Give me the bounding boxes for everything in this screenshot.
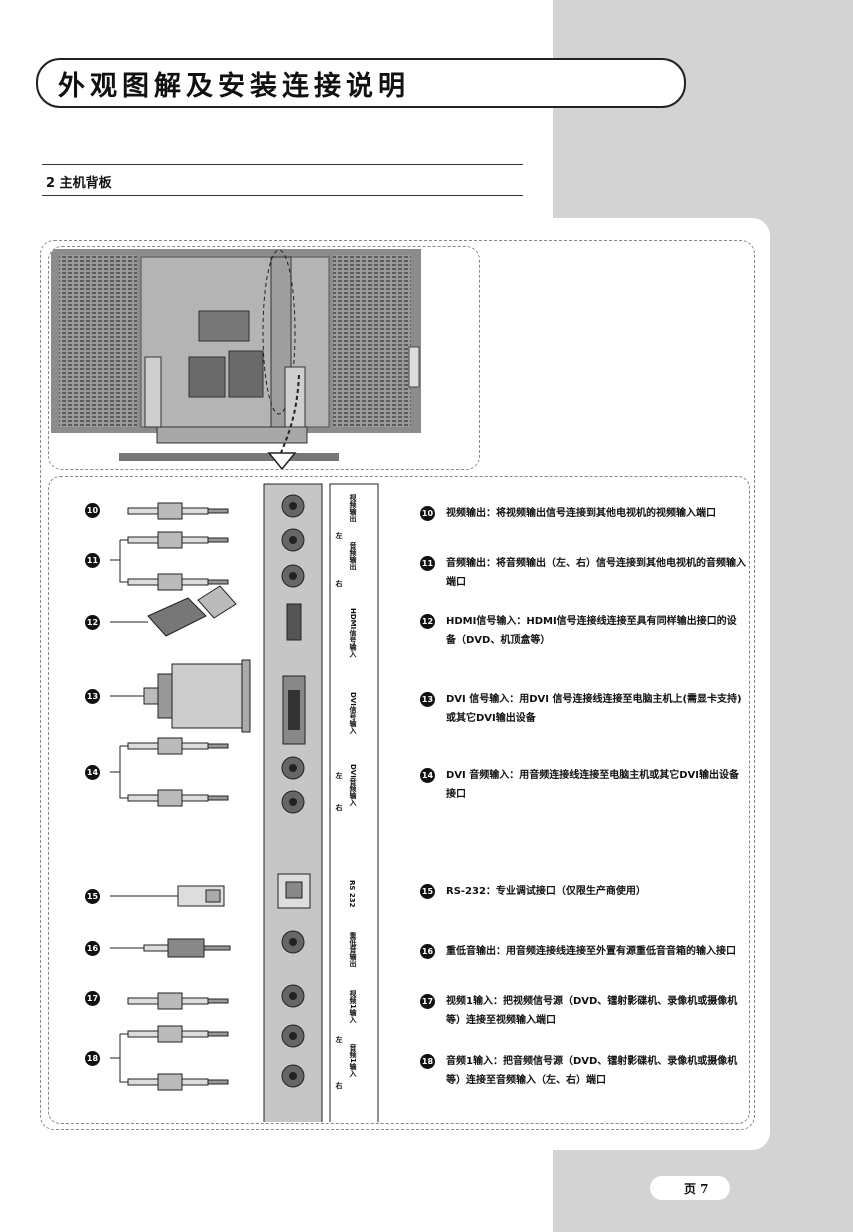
back-panel-strip [263,483,323,1122]
callout-number: 11 [420,556,435,571]
label-dvi-audio-in: DVI音频输入 [349,764,357,806]
description-item: 14 DVI 音频输入：用音频连接线连接至电脑主机或其它DVI输出设备接口 [420,766,746,804]
label-left: 左 [335,1036,343,1043]
callout-number: 18 [420,1054,435,1069]
callout-number: 15 [420,884,435,899]
description-text: DVI 音频输入：用音频连接线连接至电脑主机或其它DVI输出设备接口 [446,770,740,800]
dvi-connector-13 [110,659,251,733]
description-text: RS-232：专业调试接口（仅限生产商使用） [446,886,646,897]
page-number: 页 7 [684,1182,709,1196]
description-item: 16 重低音输出：用音频连接线连接至外置有源重低音音箱的输入接口 [420,942,746,961]
description-item: 12 HDMI信号输入：HDMI信号连接线连接至具有同样输出接口的设备（DVD、… [420,612,746,650]
description-item: 15 RS-232：专业调试接口（仅限生产商使用） [420,882,746,901]
label-rs232: RS 232 [348,880,356,908]
callout-number: 10 [85,503,100,518]
rca-connector-pair-14 [110,737,229,807]
connection-diagram [110,483,379,1122]
callout-number: 17 [85,991,100,1006]
description-item: 11 音频输出：将音频输出（左、右）信号连接到其他电视机的音频输入端口 [420,554,746,592]
label-hdmi-in: HDMI信号输入 [349,608,357,658]
connection-list-frame [48,476,750,1124]
rca-connector-17 [127,992,229,1010]
description-item: 10 视频输出：将视频输出信号连接到其他电视机的视频输入端口 [420,504,746,523]
callout-number: 15 [85,889,100,904]
description-text: 视频输出：将视频输出信号连接到其他电视机的视频输入端口 [446,508,716,519]
description-text: HDMI信号输入：HDMI信号连接线连接至具有同样输出接口的设备（DVD、机顶盒… [446,616,737,646]
callout-number: 17 [420,994,435,1009]
hdmi-connector-12 [110,585,237,637]
rca-connector-pair-11 [110,531,229,591]
callout-number: 13 [85,689,100,704]
section-rule-bottom [42,195,523,196]
label-subwoofer-out: 重低音输出 [349,932,357,967]
description-text: 音频输出：将音频输出（左、右）信号连接到其他电视机的音频输入端口 [446,558,746,588]
label-video1-in: 视频1输入 [349,990,357,1023]
callout-number: 12 [85,615,100,630]
label-left: 左 [335,532,343,539]
callout-number: 14 [420,768,435,783]
label-dvi-in: DVI信号输入 [349,692,357,734]
label-right: 右 [335,580,343,587]
panel-label-strip [329,483,379,1122]
page-title: 外观图解及安装连接说明 [58,71,410,102]
figure-frame [40,240,755,1130]
description-item: 13 DVI 信号输入：用DVI 信号连接线连接至电脑主机上(需显卡支持)或其它… [420,690,746,728]
title-frame [36,58,686,108]
callout-number: 11 [85,553,100,568]
label-right: 右 [335,1082,343,1089]
description-item: 18 音频1输入：把音频信号源（DVD、镭射影碟机、录像机或摄像机等）连接至音频… [420,1052,746,1090]
callout-number: 16 [85,941,100,956]
description-text: DVI 信号输入：用DVI 信号连接线连接至电脑主机上(需显卡支持)或其它DVI… [446,694,742,724]
panel-label-column: 视频输出 左 音频输出 右 HDMI信号输入 DVI信号输入 左 DVI音频输入… [330,484,378,1124]
callout-number: 14 [85,765,100,780]
label-right: 右 [335,804,343,811]
label-left: 左 [335,772,343,779]
rca-connector-pair-18 [110,1025,229,1091]
page-number-pill [650,1176,730,1200]
label-audio1-in: 音频1输入 [349,1044,357,1077]
callout-number: 16 [420,944,435,959]
section-title: 2 主机背板 [46,176,112,191]
description-text: 音频1输入：把音频信号源（DVD、镭射影碟机、录像机或摄像机等）连接至音频输入（… [446,1056,738,1086]
section-rule-top [42,164,523,165]
tv-back-photo [48,246,480,470]
label-video-out: 视频输出 [349,494,357,522]
subwoofer-connector-16 [110,938,231,958]
callout-number: 13 [420,692,435,707]
callout-number: 10 [420,506,435,521]
callout-number: 12 [420,614,435,629]
label-audio-out: 音频输出 [349,542,357,570]
rca-connector-10 [127,502,229,520]
description-text: 视频1输入：把视频信号源（DVD、镭射影碟机、录像机或摄像机等）连接至视频输入端… [446,996,738,1026]
rs232-connector-15 [110,885,225,907]
callout-number: 18 [85,1051,100,1066]
description-item: 17 视频1输入：把视频信号源（DVD、镭射影碟机、录像机或摄像机等）连接至视频… [420,992,746,1030]
tv-back-illustration [49,247,479,469]
description-text: 重低音输出：用音频连接线连接至外置有源重低音音箱的输入接口 [446,946,736,957]
